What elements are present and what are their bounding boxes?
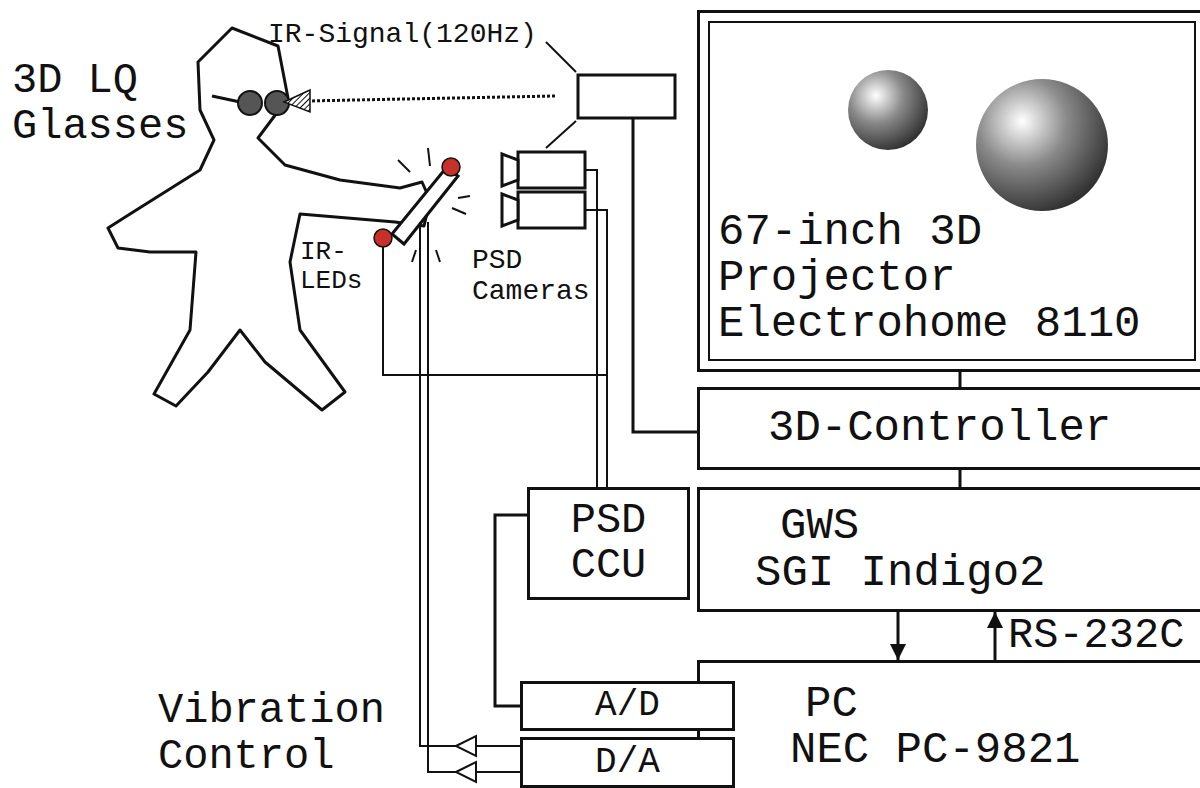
camera-wire bbox=[585, 170, 607, 487]
psd-camera bbox=[502, 154, 518, 186]
node-text: NEC PC-9821 bbox=[790, 727, 1080, 773]
led-pointer bbox=[374, 229, 392, 247]
connector bbox=[495, 515, 527, 706]
vibration-burst bbox=[452, 208, 466, 214]
pc-box: PCNEC PC-9821 bbox=[697, 660, 1200, 788]
emitter-ray bbox=[546, 121, 576, 148]
part-label: IR-LEDs bbox=[300, 238, 372, 295]
psd-camera bbox=[518, 152, 585, 188]
vibration-wire bbox=[420, 222, 456, 746]
person-outline bbox=[108, 28, 430, 410]
workstation-box: GWSSGI Indigo2 bbox=[697, 487, 1200, 612]
small-sphere bbox=[848, 70, 928, 150]
camera-wire bbox=[585, 170, 597, 487]
node-text: PSD CCU bbox=[554, 499, 664, 587]
amplifier-symbol bbox=[456, 736, 476, 756]
device-label: 3D LQ Glasses bbox=[12, 58, 212, 150]
ir-signal-beam bbox=[284, 90, 555, 112]
vibration-burst bbox=[398, 148, 470, 262]
node-text: PC bbox=[805, 681, 858, 727]
lq-glasses bbox=[238, 91, 262, 115]
node-text: GWS bbox=[780, 503, 859, 549]
node-text: D/A bbox=[595, 744, 660, 782]
ir-emitter bbox=[578, 75, 675, 118]
projector-box: 67-inch 3D Projector Electrohome 8110 bbox=[697, 10, 1200, 372]
converter-box: D/A bbox=[520, 737, 735, 788]
psd-camera bbox=[502, 152, 585, 228]
node-text: 67-inch 3D Projector Electrohome 8110 bbox=[718, 209, 1188, 348]
amplifier-symbol bbox=[456, 736, 476, 782]
connector bbox=[994, 612, 997, 660]
function-label: Vibration Control bbox=[158, 688, 398, 780]
camera-wire bbox=[585, 210, 607, 487]
controller-box: 3D-Controller bbox=[697, 387, 1200, 470]
vibration-wire bbox=[475, 745, 520, 747]
lq-glasses bbox=[212, 96, 240, 102]
amplifier-symbol bbox=[456, 762, 476, 782]
vibration-burst bbox=[458, 196, 470, 198]
node-text: SGI Indigo2 bbox=[755, 550, 1045, 596]
lq-glasses bbox=[212, 91, 289, 115]
ir-signal-beam bbox=[284, 90, 310, 112]
connector bbox=[959, 470, 962, 487]
vibration-burst bbox=[398, 160, 410, 172]
vibration-burst bbox=[436, 250, 440, 262]
edge-label: RS-232C bbox=[1006, 614, 1186, 658]
led-wire bbox=[383, 247, 607, 375]
large-sphere bbox=[976, 79, 1108, 211]
node-text: 3D-Controller bbox=[768, 405, 1111, 451]
psd-camera bbox=[502, 194, 518, 226]
converter-box: A/D bbox=[520, 681, 735, 731]
screen-frame bbox=[709, 22, 1195, 360]
connector bbox=[959, 372, 962, 387]
led-pointer bbox=[392, 168, 458, 244]
led-pointer bbox=[442, 158, 460, 176]
vibration-wire bbox=[428, 222, 456, 772]
part-label: PSD Cameras bbox=[472, 246, 602, 308]
psd-camera bbox=[518, 192, 585, 228]
ccu-box: PSD CCU bbox=[527, 487, 690, 600]
emitter-ray bbox=[546, 42, 576, 72]
vibration-burst bbox=[412, 250, 416, 262]
signal-label: IR-Signal(120Hz) bbox=[268, 20, 537, 51]
connector bbox=[897, 612, 900, 660]
ir-signal-beam bbox=[306, 96, 555, 101]
node-text: A/D bbox=[595, 687, 660, 725]
emitter-wire bbox=[633, 118, 697, 432]
vibration-burst bbox=[428, 148, 430, 166]
vibration-wire bbox=[475, 771, 520, 773]
led-pointer bbox=[374, 158, 460, 247]
